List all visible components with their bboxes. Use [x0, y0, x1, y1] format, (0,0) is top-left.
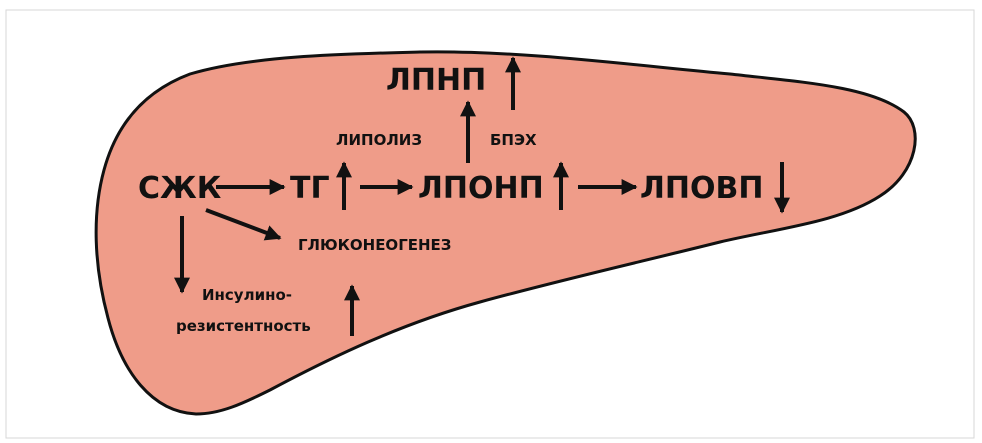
label-lpovp: ЛПОВП — [640, 171, 764, 206]
label-tg: ТГ — [290, 171, 330, 206]
label-glyukoneogenez: ГЛЮКОНЕОГЕНЕЗ — [298, 236, 451, 254]
label-insulin-line1: Инсулино- — [202, 286, 292, 304]
label-lipoliz: ЛИПОЛИЗ — [336, 131, 422, 149]
liver-shape — [96, 52, 915, 414]
label-bpeh: БПЭХ — [490, 131, 537, 149]
label-lponp: ЛПОНП — [418, 171, 544, 206]
label-lpnp: ЛПНП — [386, 63, 486, 98]
label-insulin-line2: резистентность — [176, 317, 311, 335]
label-szhk: СЖК — [138, 171, 222, 206]
